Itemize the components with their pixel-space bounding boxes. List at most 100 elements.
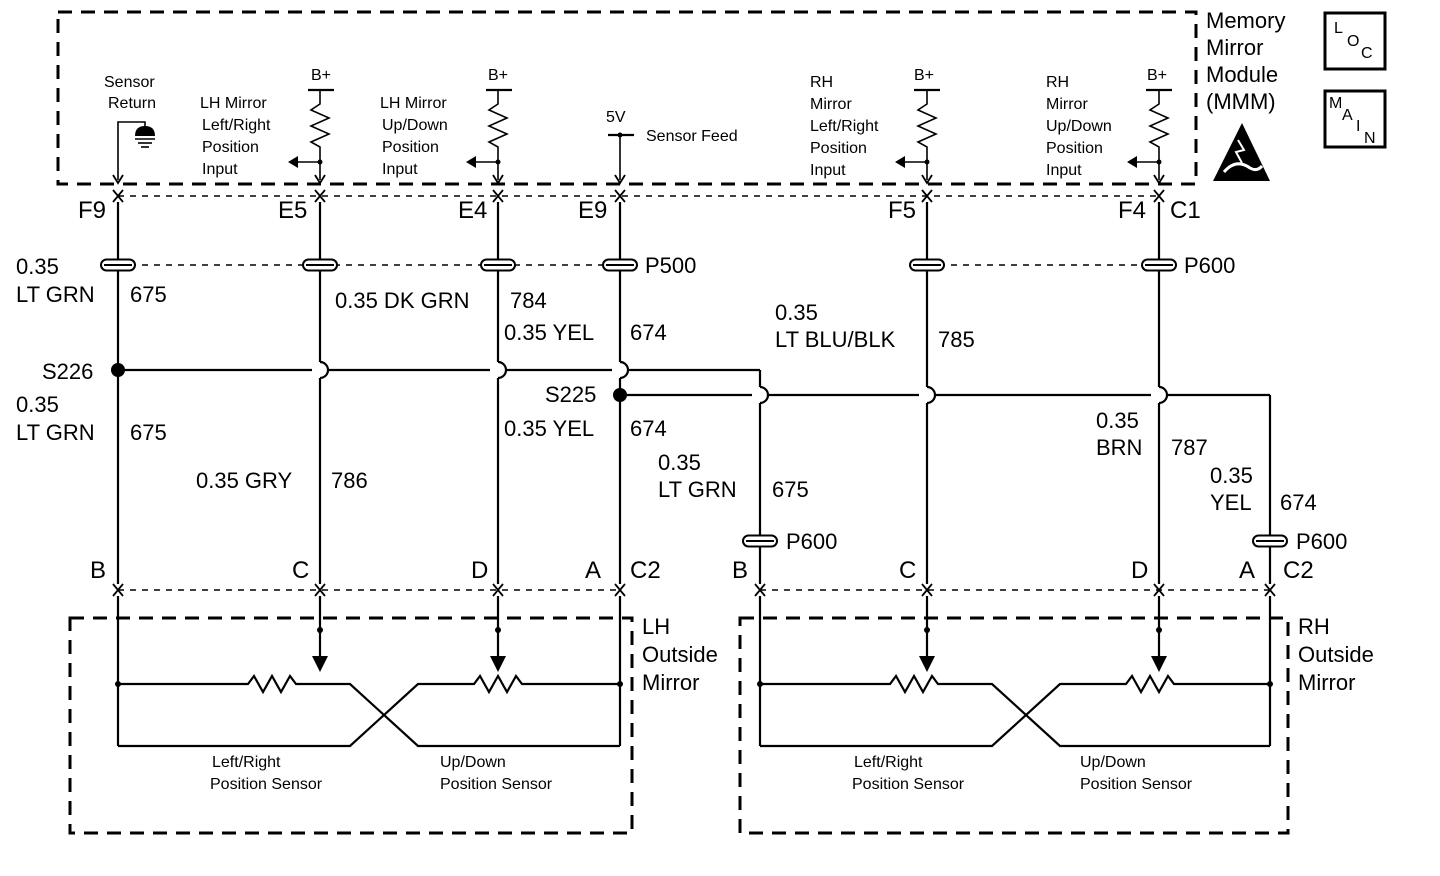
loc-icon-o: O [1347,33,1359,50]
rh-ud-label-5: Input [1046,162,1082,179]
lh-ud-sensor-label-2: Position Sensor [440,776,553,793]
connector-p600-label: P600 [1184,253,1235,278]
rh-pin-c2: C2 [1283,557,1314,584]
w785-size: 0.35 [775,300,818,325]
rh-ud-input-circuit: RH Mirror Up/Down Position Input B+ [1046,67,1172,184]
rh-pin-c: C [899,557,916,584]
rh-ud-label-3: Up/Down [1046,118,1112,135]
module-title-line1: Memory [1206,8,1285,33]
lh-pin-c2: C2 [630,557,661,584]
rh-mirror-title-3: Mirror [1298,670,1355,695]
w674c-num: 674 [1280,490,1317,515]
main-icon-m: M [1329,95,1342,112]
lh-mirror-title-3: Mirror [642,670,699,695]
sensor-feed-label: Sensor Feed [646,128,738,145]
five-v-label: 5V [606,109,626,126]
w786-num: 786 [331,468,368,493]
w675b-color: LT GRN [16,420,95,445]
rh-ud-label-4: Position [1046,140,1103,157]
lh-lr-sensor-label-1: Left/Right [212,754,281,771]
rh-ud-sensor-label-1: Up/Down [1080,754,1146,771]
esd-warning-icon [1213,123,1270,181]
pin-e9: E9 [578,197,607,224]
main-icon-i: I [1356,118,1360,135]
sensor-return-circuit: Sensor Return [104,74,156,184]
module-title-line4: (MMM) [1206,89,1276,114]
lh-lr-label-4: Input [202,161,238,178]
splice-s225 [613,388,627,402]
w674b-label: 0.35 YEL [504,416,594,441]
lh-outside-mirror: LH Outside Mirror Left/Right Position Se… [68,596,718,835]
w675-num: 675 [130,282,167,307]
w784-num: 784 [510,288,547,313]
w785-color: LT BLU/BLK [775,327,896,352]
lh-ud-label-3: Position [382,139,439,156]
lh-lr-label-3: Position [202,139,259,156]
rh-lr-sensor-label-1: Left/Right [854,754,923,771]
b-plus-label: B+ [488,67,508,84]
pin-f5: F5 [888,197,916,224]
pin-f4: F4 [1118,197,1146,224]
w675b-size: 0.35 [16,392,59,417]
splice-s226-label: S226 [42,359,93,384]
pin-e5: E5 [278,197,307,224]
lh-ud-label-2: Up/Down [382,117,448,134]
rh-pin-b: B [732,557,748,584]
lh-pin-b: B [90,557,106,584]
w675c-size: 0.35 [658,450,701,475]
b-plus-label: B+ [914,67,934,84]
sensor-feed-circuit: 5V Sensor Feed [606,109,738,184]
rh-lr-label-2: Mirror [810,96,852,113]
sensor-return-label-2: Return [108,95,156,112]
rh-pin-d: D [1131,557,1148,584]
rh-lr-label-1: RH [810,74,833,91]
pin-e4: E4 [458,197,487,224]
w785-num: 785 [938,327,975,352]
rh-outside-mirror: RH Outside Mirror Left/Right Position Se… [738,596,1374,835]
rh-ud-label-2: Mirror [1046,96,1088,113]
lh-lr-label-2: Left/Right [202,117,271,134]
w784-label: 0.35 DK GRN [335,288,470,313]
lh-lr-input-circuit: LH Mirror Left/Right Position Input B+ [200,67,334,184]
rh-ud-label-1: RH [1046,74,1069,91]
lh-mirror-title-1: LH [642,614,670,639]
lh-pin-c: C [292,557,309,584]
lh-ud-label-4: Input [382,161,418,178]
w787-num: 787 [1171,435,1208,460]
w674c-size: 0.35 [1210,463,1253,488]
w675c-color: LT GRN [658,477,737,502]
w675-color: LT GRN [16,282,95,307]
rh-lr-input-circuit: RH Mirror Left/Right Position Input B+ [810,67,940,184]
w674a-label: 0.35 YEL [504,320,594,345]
loc-icon-l: L [1334,20,1343,37]
rh-lr-label-3: Left/Right [810,118,879,135]
rh-ud-sensor-label-2: Position Sensor [1080,776,1193,793]
b-plus-label: B+ [311,67,331,84]
main-icon: M A I N [1323,89,1387,149]
main-icon-a: A [1342,107,1353,124]
connector-p500-label: P500 [645,253,696,278]
lh-ud-input-circuit: LH Mirror Up/Down Position Input B+ [380,67,512,184]
lh-ud-label-1: LH Mirror [380,95,447,112]
sensor-return-label-1: Sensor [104,74,155,91]
w674c-color: YEL [1210,490,1252,515]
pin-f9: F9 [78,197,106,224]
top-pin-labels: F9 E5 E4 E9 F5 F4 C1 [78,197,1201,224]
rh-pin-a: A [1239,557,1255,584]
w787-size: 0.35 [1096,408,1139,433]
w675b-num: 675 [130,420,167,445]
module-title-line3: Module [1206,62,1278,87]
rh-lr-sensor-label-2: Position Sensor [852,776,965,793]
connector-p600-rh-label: P600 [1296,529,1347,554]
loc-icon-c: C [1361,45,1373,62]
lh-mirror-title-2: Outside [642,642,718,667]
w675-size: 0.35 [16,254,59,279]
w674b-num: 674 [630,416,667,441]
lh-lr-sensor-label-2: Position Sensor [210,776,323,793]
rh-lr-label-4: Position [810,140,867,157]
w786-label: 0.35 GRY [196,468,293,493]
w675c-num: 675 [772,477,809,502]
splice-s226 [111,363,125,377]
bottom-pin-labels: B C D A C2 B C D A C2 [90,557,1314,584]
